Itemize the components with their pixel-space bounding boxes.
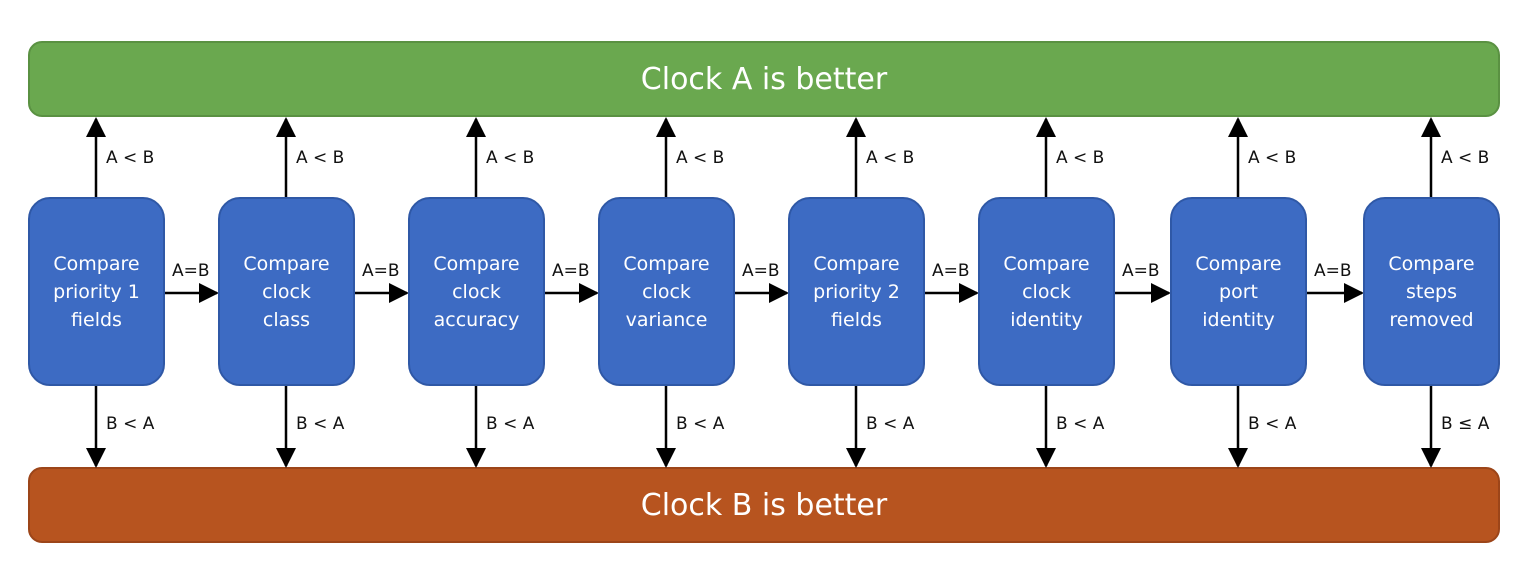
comparison-step-box: Compare priority 1 fields [28, 197, 165, 386]
a-equals-b-label: A=B [932, 261, 970, 281]
clock-b-better-label: Clock B is better [640, 487, 888, 523]
comparison-step-box: Compare port identity [1170, 197, 1307, 386]
a-less-than-b-label: A < B [106, 148, 155, 168]
comparison-step-label: Compare port identity [1195, 252, 1282, 331]
a-less-than-b-label: A < B [1056, 148, 1105, 168]
b-less-than-a-label: B < A [486, 414, 535, 434]
b-less-than-a-label: B ≤ A [1441, 414, 1490, 434]
a-less-than-b-label: A < B [1248, 148, 1297, 168]
comparison-step-box: Compare steps removed [1363, 197, 1500, 386]
a-equals-b-label: A=B [742, 261, 780, 281]
a-equals-b-label: A=B [1122, 261, 1160, 281]
comparison-step-label: Compare priority 2 fields [813, 252, 900, 331]
b-less-than-a-label: B < A [296, 414, 345, 434]
a-less-than-b-label: A < B [486, 148, 535, 168]
a-less-than-b-label: A < B [296, 148, 345, 168]
b-less-than-a-label: B < A [106, 414, 155, 434]
clock-a-better-bar: Clock A is better [28, 41, 1500, 117]
comparison-step-box: Compare clock class [218, 197, 355, 386]
comparison-step-box: Compare clock variance [598, 197, 735, 386]
a-less-than-b-label: A < B [866, 148, 915, 168]
b-less-than-a-label: B < A [866, 414, 915, 434]
comparison-step-box: Compare clock identity [978, 197, 1115, 386]
a-less-than-b-label: A < B [1441, 148, 1490, 168]
a-equals-b-label: A=B [1314, 261, 1352, 281]
a-equals-b-label: A=B [172, 261, 210, 281]
b-less-than-a-label: B < A [1056, 414, 1105, 434]
comparison-step-box: Compare priority 2 fields [788, 197, 925, 386]
comparison-step-label: Compare clock class [243, 252, 330, 331]
comparison-step-label: Compare priority 1 fields [53, 252, 140, 331]
comparison-step-label: Compare steps removed [1388, 252, 1475, 331]
b-less-than-a-label: B < A [676, 414, 725, 434]
a-equals-b-label: A=B [362, 261, 400, 281]
comparison-step-box: Compare clock accuracy [408, 197, 545, 386]
b-less-than-a-label: B < A [1248, 414, 1297, 434]
comparison-step-label: Compare clock accuracy [433, 252, 520, 331]
clock-a-better-label: Clock A is better [640, 61, 888, 97]
comparison-step-label: Compare clock variance [623, 252, 710, 331]
comparison-step-label: Compare clock identity [1003, 252, 1090, 331]
a-equals-b-label: A=B [552, 261, 590, 281]
a-less-than-b-label: A < B [676, 148, 725, 168]
clock-b-better-bar: Clock B is better [28, 467, 1500, 543]
